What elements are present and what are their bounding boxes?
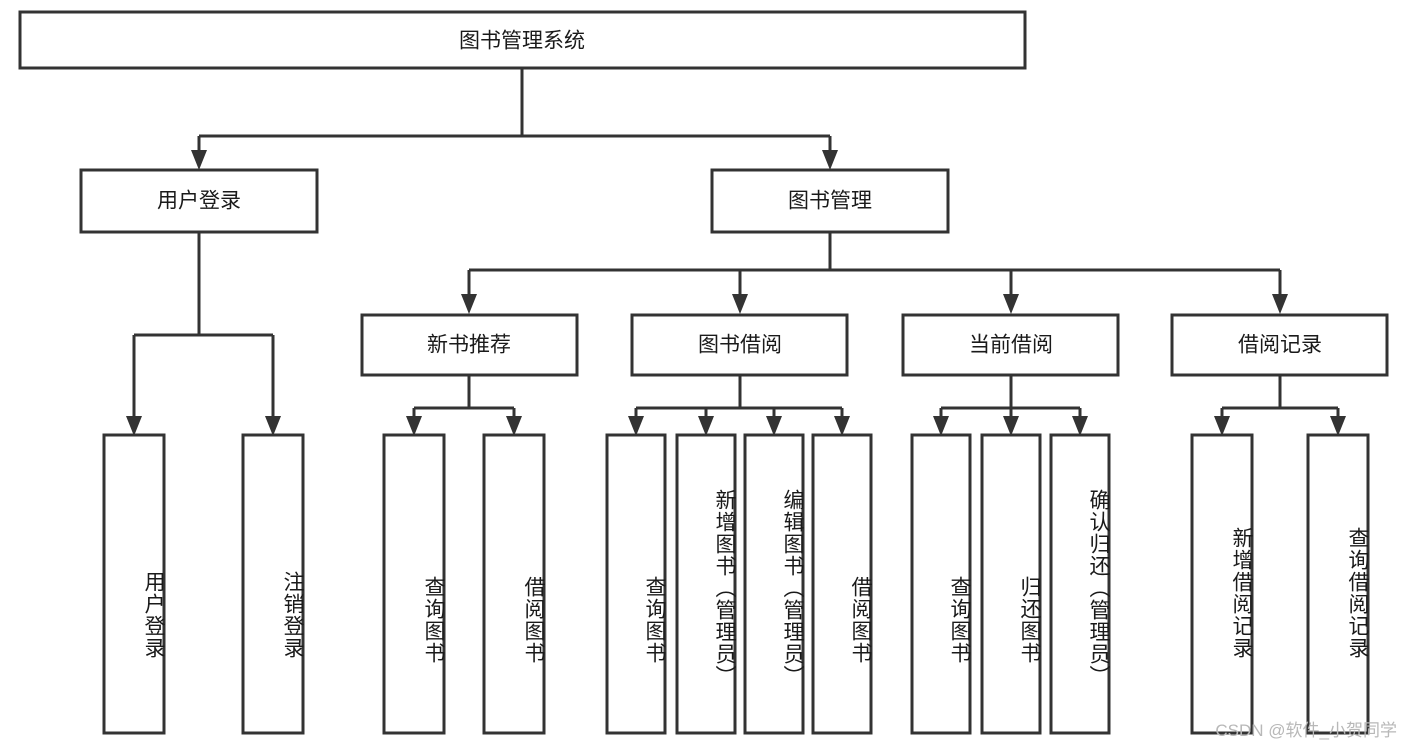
connector-book-borrow-to-leaves: [628, 375, 850, 436]
connector-current-borrow-to-leaves: [933, 375, 1088, 436]
arrow-head-icon: [834, 416, 850, 436]
leaf-box-edit-book[interactable]: [743, 433, 805, 735]
leaf-box-query-book-1[interactable]: [382, 433, 446, 735]
node-root-box[interactable]: [18, 10, 1027, 70]
arrow-head-icon: [191, 150, 207, 170]
leaf-box-query-book-2[interactable]: [605, 433, 667, 735]
leaf-box-return-book[interactable]: [980, 433, 1042, 735]
arrow-head-icon: [126, 416, 142, 436]
arrow-head-icon: [732, 294, 748, 314]
node-new-book-recommend-label: 新书推荐: [427, 334, 511, 357]
leaf-box-logout-login[interactable]: [241, 433, 305, 735]
connector-book-management-to-level3: [461, 232, 1288, 314]
connector-new-book-recommend-to-leaves: [406, 375, 522, 436]
node-user-login-box[interactable]: [79, 168, 319, 234]
leaf-box-add-record[interactable]: [1190, 433, 1254, 735]
connector-user-login-to-leaves: [126, 232, 281, 436]
node-current-borrow-label: 当前借阅: [969, 334, 1053, 357]
arrow-head-icon: [1330, 416, 1346, 436]
arrow-head-icon: [1003, 416, 1019, 436]
node-new-book-recommend-box[interactable]: [360, 313, 579, 377]
node-user-login-label: 用户登录: [157, 190, 241, 213]
arrow-head-icon: [1003, 294, 1019, 314]
node-book-borrow[interactable]: 图书借阅: [630, 313, 849, 377]
node-current-borrow[interactable]: 当前借阅: [901, 313, 1120, 377]
node-book-borrow-label: 图书借阅: [698, 334, 782, 357]
leaf-box-borrow-book-1[interactable]: [482, 433, 546, 735]
arrow-head-icon: [1214, 416, 1230, 436]
node-user-login[interactable]: 用户登录: [79, 168, 319, 234]
arrow-head-icon: [265, 416, 281, 436]
arrow-head-icon: [1072, 416, 1088, 436]
node-root[interactable]: 图书管理系统: [18, 10, 1027, 70]
node-root-label: 图书管理系统: [459, 30, 585, 53]
csdn-watermark: CSDN @软件_小贺同学: [1215, 721, 1397, 740]
arrow-head-icon: [822, 150, 838, 170]
connector-root-to-level2: [191, 68, 838, 170]
leaf-box-query-record[interactable]: [1306, 433, 1370, 735]
arrow-head-icon: [698, 416, 714, 436]
arrow-head-icon: [461, 294, 477, 314]
node-book-management[interactable]: 图书管理: [710, 168, 950, 234]
node-borrow-record-label: 借阅记录: [1238, 334, 1322, 357]
node-current-borrow-box[interactable]: [901, 313, 1120, 377]
node-borrow-record[interactable]: 借阅记录: [1170, 313, 1389, 377]
arrow-head-icon: [933, 416, 949, 436]
connector-borrow-record-to-leaves: [1214, 375, 1346, 436]
leaf-box-query-book-3[interactable]: [910, 433, 972, 735]
arrow-head-icon: [506, 416, 522, 436]
node-new-book-recommend[interactable]: 新书推荐: [360, 313, 579, 377]
node-book-management-label: 图书管理: [788, 190, 872, 213]
arrow-head-icon: [406, 416, 422, 436]
leaf-box-confirm-return[interactable]: [1049, 433, 1111, 735]
leaf-box-add-book[interactable]: [675, 433, 737, 735]
arrow-head-icon: [1272, 294, 1288, 314]
leaf-box-user-login[interactable]: [102, 433, 166, 735]
leaf-box-borrow-book-2[interactable]: [811, 433, 873, 735]
arrow-head-icon: [628, 416, 644, 436]
arrow-head-icon: [766, 416, 782, 436]
